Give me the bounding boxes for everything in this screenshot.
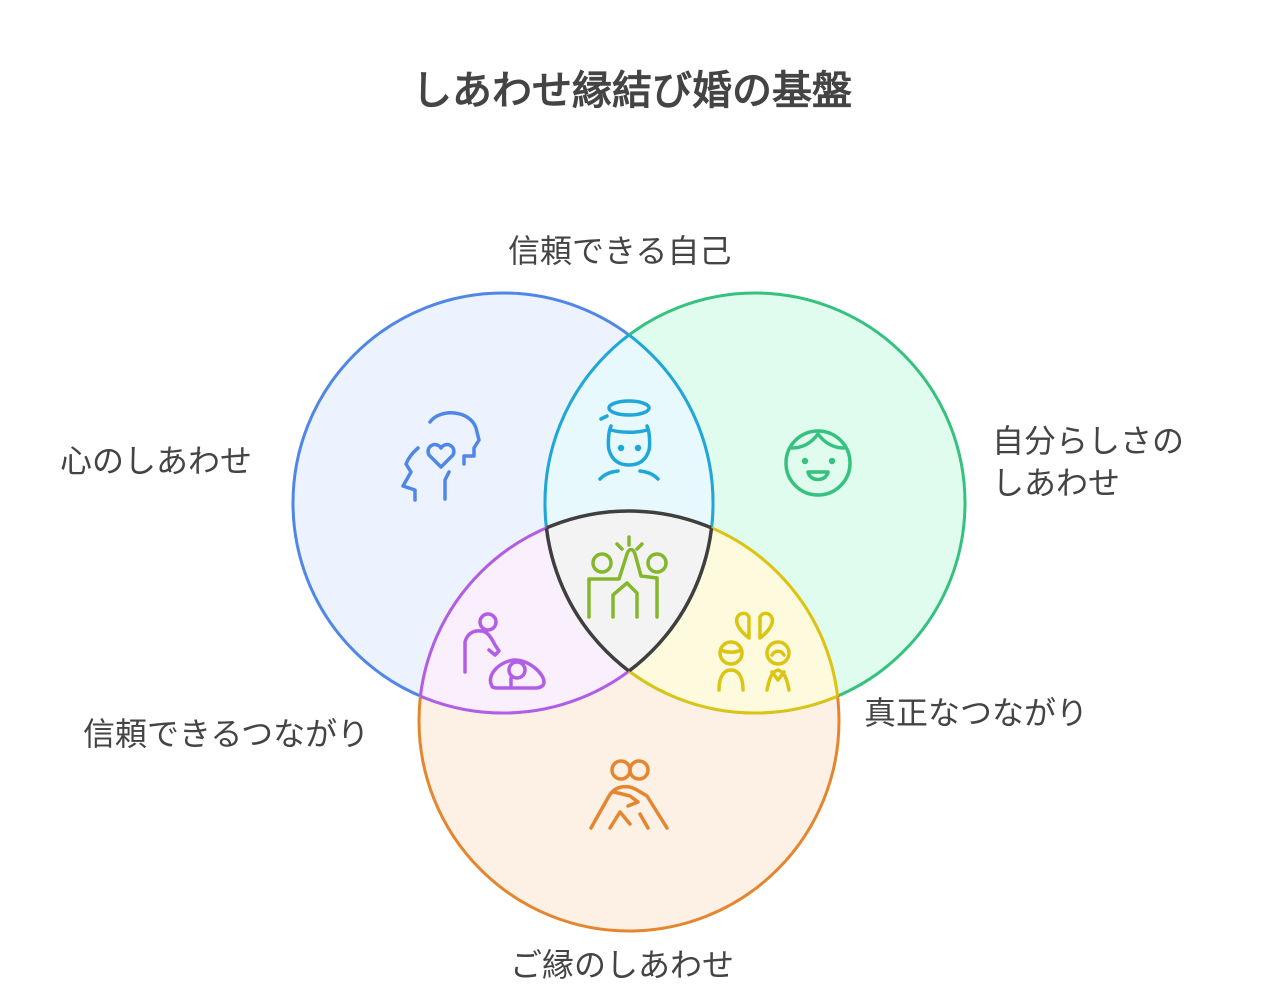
label-line: 自分らしさの (992, 422, 1185, 460)
embracing-couple-icon (589, 759, 669, 830)
diagram-title: しあわせ縁結び婚の基盤 (412, 68, 852, 114)
label-self-happiness: 自分らしさの しあわせ (992, 420, 1184, 504)
label-bond-happiness: ご縁のしあわせ (510, 946, 735, 984)
couple-hearts-icon (717, 611, 791, 692)
label-line: しあわせ (992, 464, 1121, 502)
angel-person-icon (598, 399, 660, 481)
label-trusted-connection: 信頼できるつながり (83, 715, 370, 753)
label-trusted-self: 信頼できる自己 (508, 232, 732, 270)
heart-head-icon (401, 411, 481, 502)
region-trusted-connection (419, 511, 713, 713)
high-five-icon (587, 535, 668, 619)
label-heart-happiness: 心のしあわせ (60, 442, 253, 480)
smiling-face-icon (784, 429, 852, 497)
label-authentic-connection: 真正なつながり (864, 694, 1089, 732)
region-authentic-connection (545, 511, 839, 713)
caregiver-baby-icon (463, 612, 546, 690)
region-center (545, 509, 713, 713)
